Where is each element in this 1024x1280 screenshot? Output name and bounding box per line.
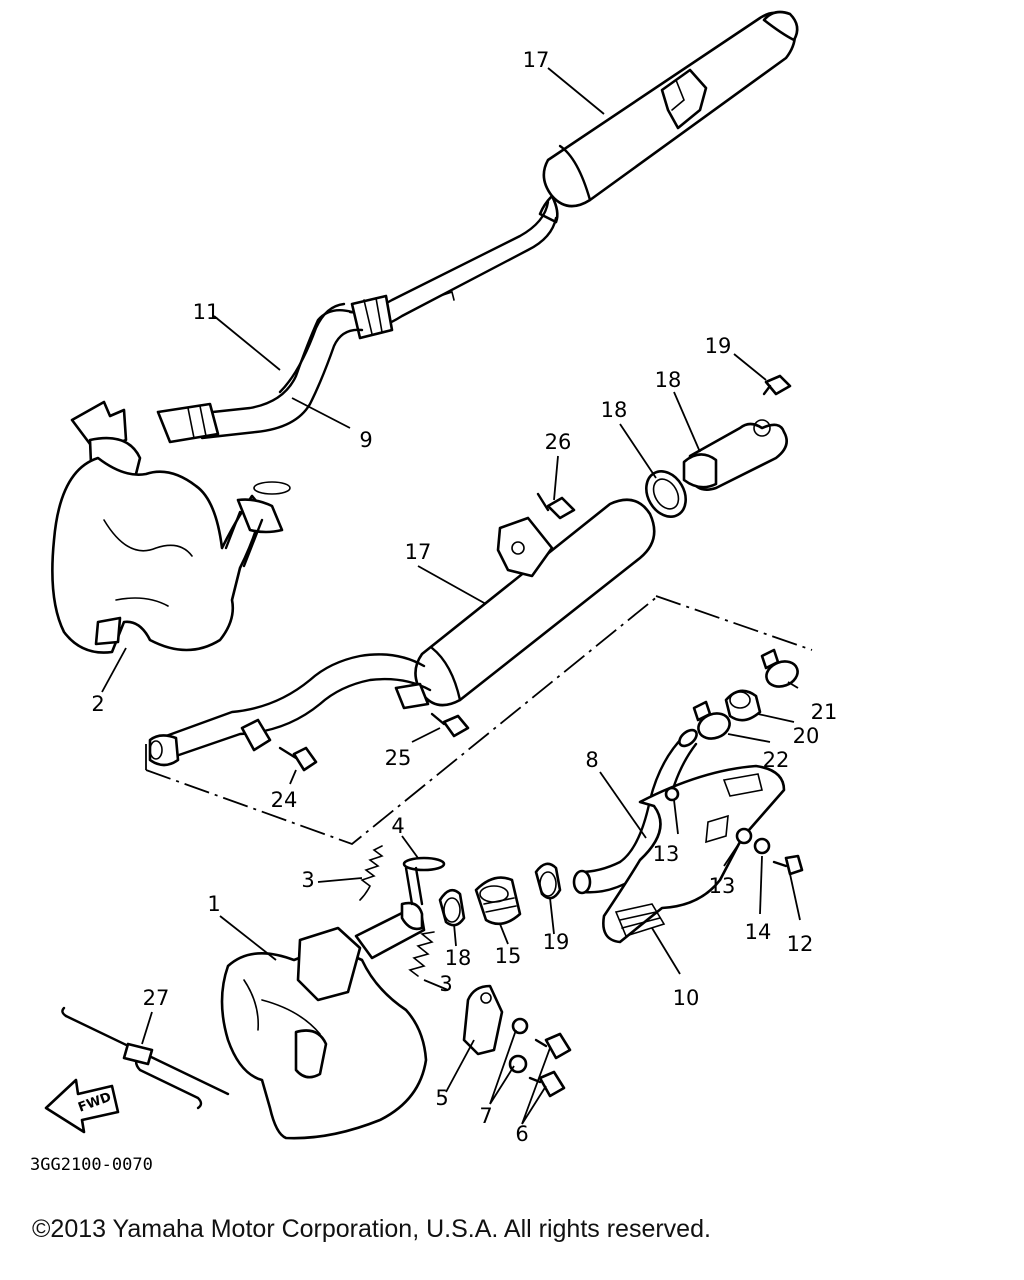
- callout-7: 7: [479, 1104, 492, 1128]
- end-cap-21: [682, 419, 788, 491]
- clamp-17-upper: [760, 648, 799, 688]
- callout-25: 25: [385, 746, 412, 770]
- callout-22: 18: [601, 398, 628, 422]
- callout-17-upper: 21: [811, 700, 838, 724]
- gasket-22: [645, 470, 687, 518]
- callout-26: 26: [545, 430, 572, 454]
- joint-16: [724, 689, 762, 722]
- clamp-17-lower: [692, 700, 731, 740]
- callout-3-upper: 3: [301, 868, 314, 892]
- bolt-23: [762, 374, 792, 396]
- callout-9: 9: [359, 428, 372, 452]
- callout-18-right-placed: 19: [543, 930, 570, 954]
- callout-23: 19: [705, 334, 732, 358]
- o-ring-4: [402, 856, 446, 872]
- diagram-code: 3GG2100-0070: [30, 1155, 153, 1175]
- callout-13-left: 13: [653, 842, 680, 866]
- callout-16: 20: [793, 724, 820, 748]
- callout-11: 11: [193, 300, 220, 324]
- bolt-26: [536, 492, 576, 520]
- bolt-25: [430, 712, 470, 738]
- heat-guard-10: [602, 764, 786, 944]
- muffler-19: [414, 498, 656, 707]
- silencer-pipe-11: [278, 290, 455, 394]
- fwd-arrow-icon: FWD: [44, 1078, 120, 1134]
- callout-17-lower: 22: [763, 748, 790, 772]
- callout-18-left-placed: 18: [445, 946, 472, 970]
- callout-8: 8: [585, 748, 598, 772]
- callout-1: 1: [207, 892, 220, 916]
- joint-15: [474, 876, 522, 926]
- clamp-18-left: [438, 888, 466, 927]
- bracket-5: [462, 984, 504, 1056]
- spring-3-lower: [408, 931, 435, 977]
- cable-27: [61, 1006, 230, 1110]
- expansion-chamber-1: [220, 866, 428, 1140]
- washers-7-bolts-6: [508, 1017, 572, 1098]
- tail-pipe-19: [148, 653, 432, 767]
- exhaust-pipe-9: [156, 200, 558, 444]
- callout-3-lower: 3: [439, 972, 452, 996]
- expansion-chamber-2: [51, 400, 291, 654]
- callout-15: 15: [495, 944, 522, 968]
- callout-27: 27: [143, 986, 170, 1010]
- callout-2: 2: [91, 692, 104, 716]
- callout-13-right: 13: [709, 874, 736, 898]
- subassembly-dashed-outline: [145, 595, 813, 846]
- spring-3-upper: [359, 845, 384, 901]
- callout-10: 10: [673, 986, 700, 1010]
- callout-20: 17: [523, 48, 550, 72]
- muffler-20: [538, 10, 799, 224]
- callout-24: 24: [271, 788, 298, 812]
- callout-4: 4: [391, 814, 404, 838]
- bolt-24: [278, 746, 318, 772]
- leader-lines: [101, 67, 801, 1125]
- copyright-notice: ©2013 Yamaha Motor Corporation, U.S.A. A…: [32, 1215, 711, 1243]
- callout-21: 18: [655, 368, 682, 392]
- callout-6: 6: [515, 1122, 528, 1146]
- callout-19: 17: [405, 540, 432, 564]
- clamp-18-right: [534, 862, 562, 900]
- washers-13-14-bolt-12: [664, 786, 804, 876]
- callout-12: 12: [787, 932, 814, 956]
- callout-14: 14: [745, 920, 772, 944]
- callout-5: 5: [435, 1086, 448, 1110]
